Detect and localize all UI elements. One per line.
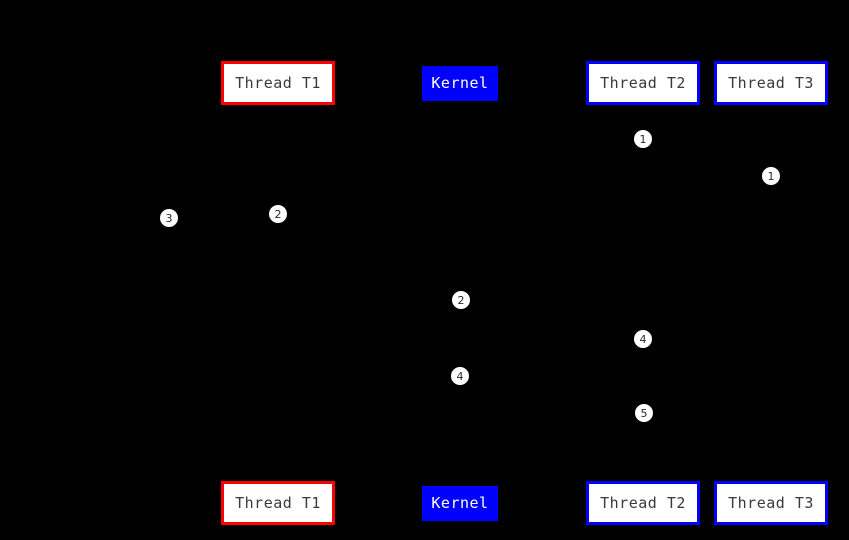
- participant-box-t3-bottom[interactable]: Thread T3: [714, 481, 828, 525]
- sequence-badge-8: 5: [635, 404, 653, 422]
- sequence-badge-2: 1: [762, 167, 780, 185]
- message-line-1: [643, 139, 690, 140]
- sequence-badge-5: 2: [452, 291, 470, 309]
- message-arrowhead-3: [185, 214, 193, 222]
- participant-label-t1: Thread T1: [235, 493, 321, 512]
- message-arrowhead-8: [682, 409, 690, 417]
- participant-box-t2-top[interactable]: Thread T2: [586, 61, 700, 105]
- participant-label-t1: Thread T1: [235, 73, 321, 92]
- message-line-6: [643, 339, 690, 340]
- message-line-8: [643, 413, 690, 414]
- message-line-4: [278, 214, 330, 215]
- message-arrowhead-2: [810, 172, 818, 180]
- lifeline-t3: [771, 105, 772, 481]
- participant-label-kernel: Kernel: [431, 74, 489, 92]
- participant-box-t2-bottom[interactable]: Thread T2: [586, 481, 700, 525]
- message-arrowhead-7: [504, 372, 512, 380]
- sequence-badge-1: 1: [634, 130, 652, 148]
- sequence-badge-4: 2: [269, 205, 287, 223]
- participant-label-t2: Thread T2: [600, 493, 686, 512]
- participant-label-kernel: Kernel: [431, 494, 489, 512]
- participant-box-kernel-bottom[interactable]: Kernel: [422, 486, 498, 521]
- participant-box-kernel-top[interactable]: Kernel: [422, 66, 498, 101]
- participant-box-t1-bottom[interactable]: Thread T1: [221, 481, 335, 525]
- sequence-badge-6: 4: [634, 330, 652, 348]
- lifeline-t1: [278, 105, 279, 481]
- message-line-3: [185, 218, 278, 219]
- participant-box-t3-top[interactable]: Thread T3: [714, 61, 828, 105]
- message-arrowhead-4: [322, 210, 330, 218]
- sequence-badge-7: 4: [451, 367, 469, 385]
- participant-label-t3: Thread T3: [728, 493, 814, 512]
- message-arrowhead-5: [504, 296, 512, 304]
- lifeline-t2: [643, 105, 644, 481]
- message-arrowhead-1: [682, 135, 690, 143]
- message-arrowhead-6: [682, 335, 690, 343]
- message-line-7: [460, 376, 512, 377]
- message-line-5: [460, 300, 512, 301]
- participant-label-t3: Thread T3: [728, 73, 814, 92]
- sequence-badge-3: 3: [160, 209, 178, 227]
- message-line-2: [771, 176, 818, 177]
- participant-label-t2: Thread T2: [600, 73, 686, 92]
- participant-box-t1-top[interactable]: Thread T1: [221, 61, 335, 105]
